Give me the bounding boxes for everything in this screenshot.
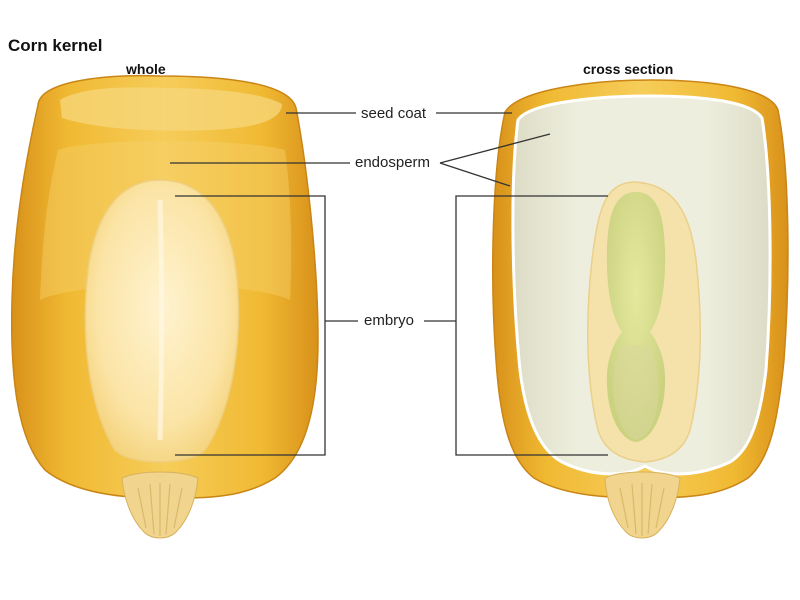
cross-section-kernel [492,79,789,539]
embryo-bracket-left [175,195,358,456]
whole-tip-cap-ridges [137,483,183,536]
endosperm-label: endosperm [354,154,432,172]
whole-kernel [10,74,319,539]
leader-lines [170,112,608,456]
whole-embryo-axis [157,199,164,441]
whole-view-title: whole [126,61,166,77]
cross-section-view-title: cross section [583,61,674,77]
endosperm-leader-upper-right [439,133,551,164]
endosperm-leader-lower-right [439,162,511,187]
cross-tip-cap-ridges [619,483,665,536]
whole-kernel-crown [60,87,282,131]
embryo-bracket-right [424,195,608,456]
seed-coat-label: seed coat [360,105,428,123]
cross-embryo-lower-shade [613,345,659,440]
diagram-title: Corn kernel [8,36,103,55]
embryo-label: embryo [363,312,416,330]
